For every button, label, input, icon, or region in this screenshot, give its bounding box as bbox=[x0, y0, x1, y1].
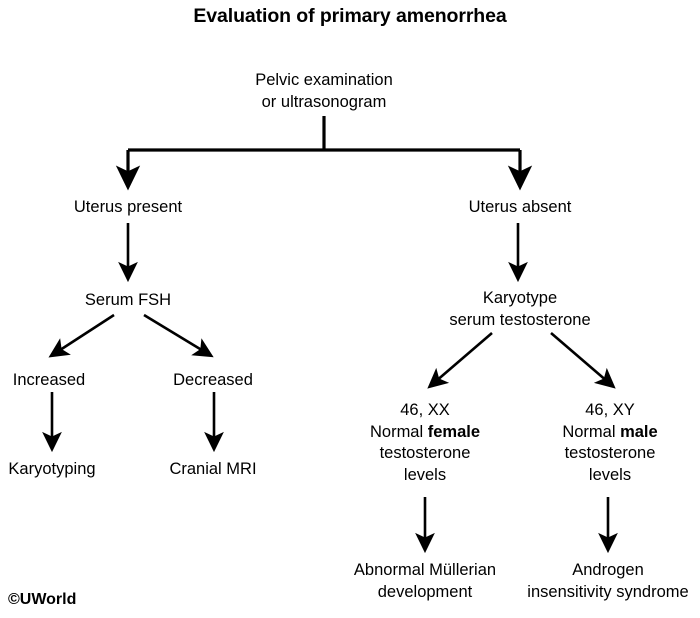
node-karyotype-serum-testosterone: Karyotype serum testosterone bbox=[449, 288, 590, 331]
node-text-prefix: Normal bbox=[369, 422, 428, 441]
node-fsh-increased: Increased bbox=[13, 370, 85, 392]
node-text-prefix: Normal bbox=[562, 422, 621, 441]
node-line: Karyotyping bbox=[8, 460, 96, 478]
node-line: Karyotype bbox=[482, 289, 558, 307]
node-line: Normal male bbox=[562, 422, 657, 444]
edge-serum-fsh-to-increased bbox=[48, 313, 115, 358]
node-line: Androgen bbox=[572, 561, 644, 579]
node-line: Serum FSH bbox=[84, 291, 172, 309]
node-uterus-absent: Uterus absent bbox=[469, 197, 572, 219]
node-line: development bbox=[377, 582, 473, 601]
node-line: Cranial MRI bbox=[169, 460, 257, 478]
node-line: testosterone bbox=[564, 444, 656, 462]
uworld-watermark: ©UWorld bbox=[8, 591, 77, 608]
node-line: testosterone bbox=[379, 444, 471, 462]
node-line: Uterus present bbox=[73, 198, 183, 216]
node-text-emphasis: female bbox=[427, 422, 481, 441]
edge-karyotype-to-46xy bbox=[550, 332, 616, 389]
node-karyotype-46xx: 46, XX Normal female testosterone levels bbox=[370, 400, 480, 486]
node-serum-fsh: Serum FSH bbox=[85, 290, 171, 312]
node-line: serum testosterone bbox=[449, 310, 591, 329]
node-fsh-decreased: Decreased bbox=[173, 370, 253, 392]
edge-karyotype-to-46xx bbox=[427, 332, 493, 389]
node-uterus-present: Uterus present bbox=[74, 197, 182, 219]
node-line: Abnormal Müllerian bbox=[353, 561, 497, 579]
node-line: levels bbox=[403, 465, 447, 484]
node-line: insensitivity syndrome bbox=[527, 582, 689, 601]
node-line: Decreased bbox=[173, 371, 253, 389]
node-line: or ultrasonogram bbox=[261, 92, 387, 111]
node-abnormal-mullerian-development: Abnormal Müllerian development bbox=[354, 560, 496, 603]
node-karyotype-46xy: 46, XY Normal male testosterone levels bbox=[562, 400, 657, 486]
node-pelvic-examination: Pelvic examination or ultrasonogram bbox=[255, 70, 393, 113]
node-karyotyping: Karyotyping bbox=[8, 459, 95, 481]
node-line: Pelvic examination bbox=[255, 71, 393, 89]
node-androgen-insensitivity-syndrome: Androgen insensitivity syndrome bbox=[527, 560, 688, 603]
edge-root-split bbox=[128, 116, 520, 152]
node-line: 46, XY bbox=[585, 401, 635, 419]
node-cranial-mri: Cranial MRI bbox=[169, 459, 256, 481]
node-line: Uterus absent bbox=[468, 198, 572, 216]
edge-serum-fsh-to-decreased bbox=[143, 313, 214, 358]
node-line: Increased bbox=[12, 371, 86, 389]
node-line: levels bbox=[588, 465, 632, 484]
node-text-emphasis: male bbox=[620, 422, 658, 441]
node-line: 46, XX bbox=[400, 401, 450, 419]
page-title: Evaluation of primary amenorrhea bbox=[193, 5, 507, 27]
node-line: Normal female bbox=[370, 422, 480, 444]
